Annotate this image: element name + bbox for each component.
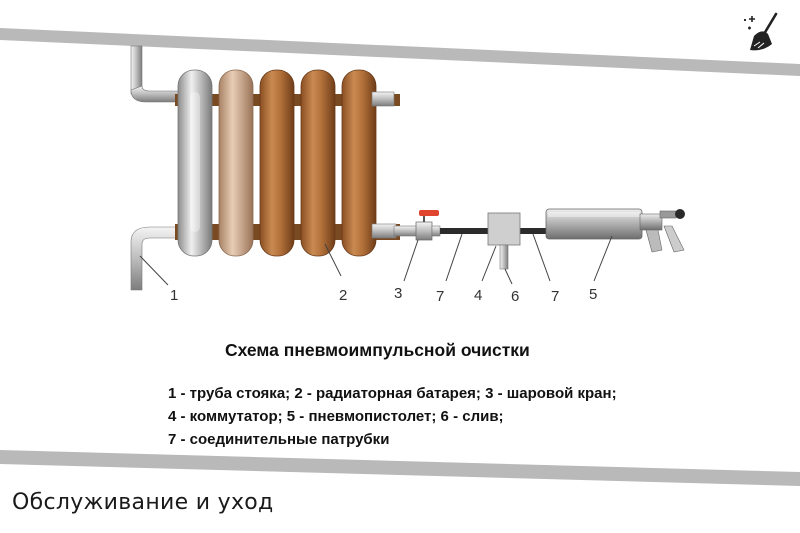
- leader-lines: [139, 233, 613, 286]
- connecting-hose-right: [518, 228, 550, 234]
- callout-label: 1: [170, 287, 178, 304]
- commutator-box: [487, 212, 521, 246]
- legend-line: 7 - соединительные патрубки: [168, 431, 390, 448]
- legend-line: 4 - коммутатор; 5 - пневмопистолет; 6 - …: [168, 408, 504, 425]
- radiator-section: [218, 69, 254, 257]
- legend-line: 1 - труба стояка; 2 - радиаторная батаре…: [168, 385, 617, 402]
- radiator-section: [177, 69, 213, 257]
- riser-pipe: [130, 45, 186, 291]
- top-band: [0, 28, 800, 76]
- drain-pipe: [499, 244, 509, 270]
- radiator-section: [341, 69, 377, 257]
- diagram-title: Схема пневмоимпульсной очистки: [225, 340, 530, 360]
- pneumatic-gun: [545, 208, 685, 253]
- footer-caption: Обслуживание и уход: [12, 490, 274, 515]
- connecting-hose-left: [440, 228, 490, 234]
- callout-label: 3: [394, 285, 402, 302]
- radiator-section: [259, 69, 295, 257]
- callout-numbers: 1 2 3 7 4 6 7 5: [170, 285, 597, 305]
- broom-sparkle-icon: [744, 12, 778, 51]
- callout-label: 2: [339, 287, 347, 304]
- callout-label: 5: [589, 286, 597, 303]
- outlet-pipe: [393, 225, 419, 237]
- callout-label: 6: [511, 288, 519, 305]
- radiator-battery: [177, 69, 397, 257]
- radiator-section: [300, 69, 336, 257]
- bottom-band: [0, 450, 800, 486]
- callout-label: 4: [474, 287, 482, 304]
- ball-valve: [415, 210, 441, 241]
- callout-label: 7: [436, 288, 444, 305]
- callout-label: 7: [551, 288, 559, 305]
